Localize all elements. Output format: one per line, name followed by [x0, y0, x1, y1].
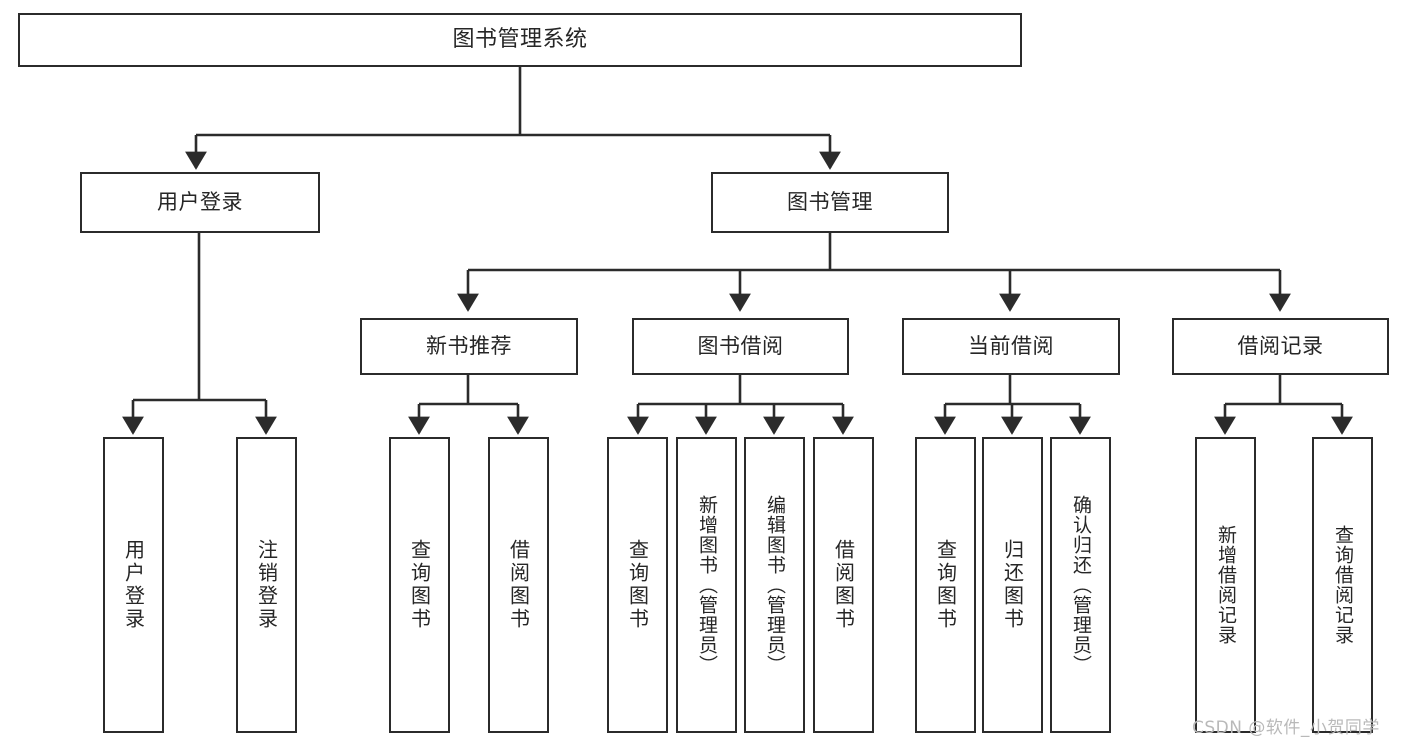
leaf-borrow-book-recommend[interactable]: 借阅图书: [488, 437, 549, 733]
node-label: 编辑图书（管理员）: [764, 495, 786, 675]
leaf-edit-book[interactable]: 编辑图书（管理员）: [744, 437, 805, 733]
leaf-add-book[interactable]: 新增图书（管理员）: [676, 437, 737, 733]
leaf-query-borrow-record[interactable]: 查询借阅记录: [1312, 437, 1373, 733]
node-root-system[interactable]: 图书管理系统: [18, 13, 1022, 67]
node-label: 图书管理: [787, 190, 873, 215]
leaf-logout-login[interactable]: 注销登录: [236, 437, 297, 733]
node-label: 归还图书: [1000, 539, 1025, 631]
leaf-add-borrow-record[interactable]: 新增借阅记录: [1195, 437, 1256, 733]
node-new-book-recommend[interactable]: 新书推荐: [360, 318, 578, 375]
node-label: 新书推荐: [426, 334, 512, 359]
leaf-user-login[interactable]: 用户登录: [103, 437, 164, 733]
node-label: 注销登录: [254, 539, 279, 631]
node-user-login[interactable]: 用户登录: [80, 172, 320, 233]
node-label: 图书管理系统: [452, 27, 588, 53]
node-label: 新增图书（管理员）: [696, 495, 718, 675]
node-label: 用户登录: [157, 190, 243, 215]
leaf-borrow-book[interactable]: 借阅图书: [813, 437, 874, 733]
node-label: 借阅记录: [1237, 334, 1324, 359]
leaf-confirm-return[interactable]: 确认归还（管理员）: [1050, 437, 1111, 733]
leaf-return-book[interactable]: 归还图书: [982, 437, 1043, 733]
node-label: 查询图书: [407, 539, 432, 631]
node-label: 图书借阅: [697, 334, 784, 359]
node-book-manage[interactable]: 图书管理: [711, 172, 949, 233]
node-current-borrow[interactable]: 当前借阅: [902, 318, 1120, 375]
node-label: 借阅图书: [831, 539, 856, 631]
leaf-query-book-current[interactable]: 查询图书: [915, 437, 976, 733]
node-label: 借阅图书: [506, 539, 531, 631]
node-label: 查询图书: [625, 539, 650, 631]
node-book-borrow[interactable]: 图书借阅: [632, 318, 849, 375]
node-label: 查询图书: [933, 539, 958, 631]
node-label: 新增借阅记录: [1215, 525, 1237, 645]
node-label: 当前借阅: [968, 334, 1054, 359]
node-label: 确认归还（管理员）: [1070, 495, 1092, 675]
node-label: 查询借阅记录: [1332, 525, 1354, 645]
node-label: 用户登录: [121, 539, 146, 631]
leaf-query-book-recommend[interactable]: 查询图书: [389, 437, 450, 733]
node-borrow-record[interactable]: 借阅记录: [1172, 318, 1389, 375]
leaf-query-book-borrow[interactable]: 查询图书: [607, 437, 668, 733]
watermark-text: CSDN @软件_小贺同学: [1192, 718, 1380, 738]
